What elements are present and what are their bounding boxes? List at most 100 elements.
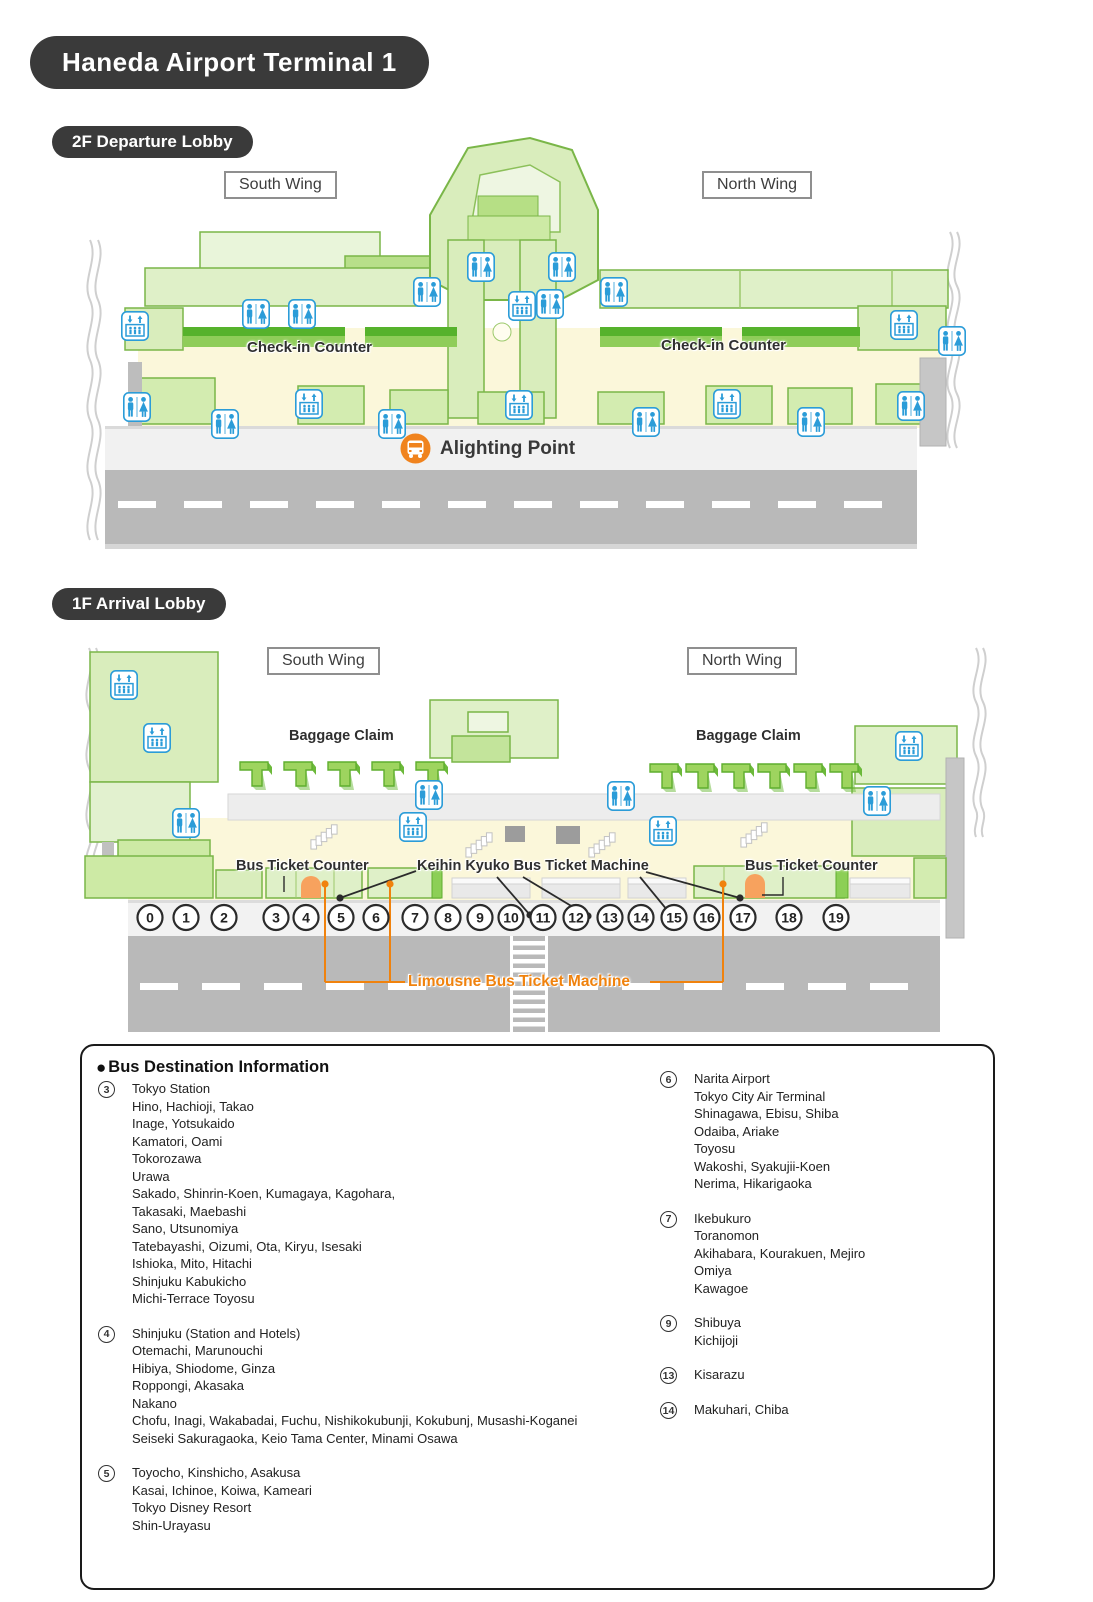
destination-lines: Kisarazu (694, 1366, 745, 1384)
baggage-carousel-icon (239, 761, 272, 791)
checkin-counter-label-left: Check-in Counter (247, 339, 373, 356)
svg-text:10: 10 (503, 910, 519, 926)
elevator-icon (110, 670, 138, 700)
bus-stop-4: 4 (292, 903, 320, 932)
svg-text:16: 16 (699, 910, 715, 926)
destination-line: Tokyo Disney Resort (132, 1500, 252, 1515)
svg-text:6: 6 (372, 910, 380, 926)
road-center-dashes (118, 501, 882, 508)
arrival-floor-badge: 1F Arrival Lobby (52, 588, 226, 620)
stop-number-badge-7: 7 (660, 1210, 677, 1228)
destination-line: Toyocho, Kinshicho, Asakusa (132, 1465, 301, 1480)
ticket-counters (84, 855, 947, 899)
toilet-icon (797, 407, 825, 437)
baggage-carousel-icon (685, 763, 718, 793)
elevator-icon (505, 390, 533, 420)
departure-sidewalk (105, 426, 917, 470)
departure-buildings (124, 231, 949, 351)
toilet-icon (607, 781, 635, 811)
departure-map (86, 136, 966, 549)
limousine-leader-lines (321, 880, 727, 983)
bus-stop-8: 8 (434, 903, 462, 932)
destination-line: Wakoshi, Syakujii-Koen (694, 1158, 831, 1174)
destination-line: Shin-Urayasu (132, 1517, 211, 1533)
bus-bay-platforms (451, 877, 911, 899)
elevator-icon (121, 311, 149, 341)
toilet-icon (536, 289, 564, 319)
destination-line: Inage, Yotsukaido (132, 1116, 235, 1131)
toilet-icon (415, 780, 443, 810)
svg-text:17: 17 (735, 910, 751, 926)
destination-line: Nerima, Hikarigaoka (694, 1176, 812, 1191)
svg-text:12: 12 (568, 910, 584, 926)
toilet-icon (172, 808, 200, 838)
stop-number-badge-9: 9 (660, 1315, 677, 1332)
alighting-point: Alighting Point (400, 433, 575, 464)
destination-line: Kasai, Ichinoe, Koiwa, Kameari (132, 1482, 312, 1498)
destination-line: Sano, Utsunomiya (132, 1221, 239, 1236)
keihin-ticket-machine-label: Keihin Kyuko Bus Ticket Machine (417, 858, 649, 874)
stop-number-badge-5: 5 (98, 1465, 115, 1482)
alighting-point-label: Alighting Point (440, 437, 576, 459)
destination-line: Narita Airport (694, 1071, 770, 1086)
bus-stop-15: 15 (660, 903, 688, 932)
bus-stop-0: 0 (136, 903, 164, 932)
limousine-ticket-machine-label: Limousne Bus Ticket Machine (408, 973, 630, 990)
stop-number-badge-13: 13 (660, 1367, 677, 1384)
counter-window-arch (745, 874, 765, 898)
bullet-icon: ● (96, 1058, 107, 1077)
bus-stop-13: 13 (596, 903, 624, 932)
stop-number-badge-3: 3 (98, 1081, 115, 1098)
counter-window-arch (301, 876, 321, 898)
destination-line: Tokyo Station (132, 1081, 211, 1096)
destination-line: Kisarazu (694, 1367, 745, 1382)
svg-text:14: 14 (633, 910, 649, 926)
baggage-carousels (239, 761, 862, 793)
bus-ticket-counter-label-right: Bus Ticket Counter (745, 858, 878, 874)
baggage-carousel-icon (327, 761, 360, 791)
toilet-icon (211, 409, 239, 439)
destination-line: Hino, Hachioji, Takao (132, 1098, 254, 1114)
wall-patch (556, 826, 580, 844)
destination-line: Shibuya (694, 1315, 741, 1330)
destination-line: Shinjuku Kabukicho (132, 1273, 247, 1289)
toilet-icon (288, 299, 316, 329)
destination-line: Kamatori, Oami (132, 1133, 223, 1149)
stop-number-badge-14: 14 (660, 1402, 677, 1419)
destination-line: Kichijoji (694, 1332, 739, 1348)
stop-number-badge-6: 6 (660, 1071, 677, 1088)
toilet-icon (632, 407, 660, 437)
destination-line: Michi-Terrace Toyosu (132, 1291, 255, 1306)
svg-text:8: 8 (444, 910, 452, 926)
destination-line: Urawa (132, 1168, 170, 1184)
destination-line: Akihabara, Kourakuen, Mejiro (694, 1245, 866, 1261)
arrival-south-wing-label: South Wing (267, 647, 380, 675)
departure-north-wing-label: North Wing (702, 171, 813, 199)
checkin-counters (183, 327, 860, 347)
baggage-carousel-icon (793, 763, 826, 793)
wall-block-right (945, 757, 965, 939)
svg-text:9: 9 (476, 910, 484, 926)
bus-stop-14: 14 (627, 903, 655, 932)
svg-text:19: 19 (828, 910, 844, 926)
svg-text:18: 18 (781, 910, 797, 926)
toilet-icon (938, 326, 966, 356)
svg-text:7: 7 (411, 910, 419, 926)
stop-number-badge-4: 4 (98, 1325, 115, 1343)
destination-line: Hibiya, Shiodome, Ginza (132, 1360, 276, 1376)
destination-line: Shinagawa, Ebisu, Shiba (694, 1106, 839, 1121)
destination-line: Odaiba, Ariake (694, 1123, 780, 1139)
destination-group-14: 14 Makuhari, Chiba (660, 1401, 865, 1419)
destination-line: Sakado, Shinrin-Koen, Kumagaya, Kagohara… (132, 1186, 396, 1201)
destination-line: Makuhari, Chiba (694, 1402, 789, 1417)
baggage-carousel-icon (721, 763, 754, 793)
